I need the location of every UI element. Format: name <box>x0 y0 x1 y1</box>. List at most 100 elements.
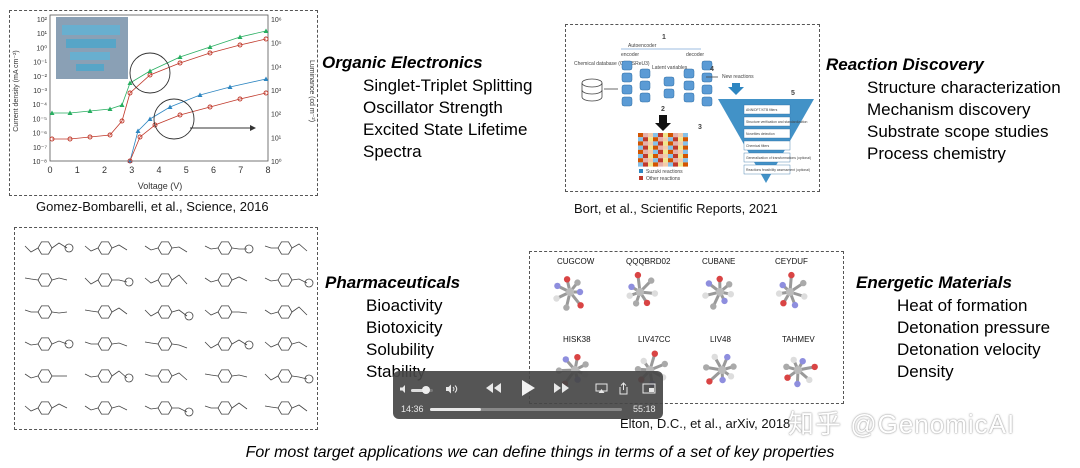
molecule-drawing <box>24 369 67 383</box>
fast-forward-icon[interactable] <box>553 382 571 396</box>
pharma-properties: Bioactivity Biotoxicity Solubility Stabi… <box>366 295 443 383</box>
volume-slider[interactable] <box>411 386 433 394</box>
airplay-icon[interactable] <box>595 383 608 396</box>
x-tick-label: 8 <box>265 165 270 175</box>
data-point <box>227 84 233 89</box>
molecule-label: HISK38 <box>563 335 591 344</box>
molecule-drawing <box>264 241 308 255</box>
molecule-drawing <box>84 305 128 319</box>
organic-heading: Organic Electronics <box>322 53 483 72</box>
svg-text:decoder: decoder <box>686 52 704 58</box>
latent-map-image <box>638 133 688 167</box>
molecule-drawing <box>264 337 308 351</box>
network-node <box>701 84 713 95</box>
property-item: Excited State Lifetime <box>363 120 528 139</box>
data-point <box>49 136 55 142</box>
y-tick-label: 10⁻³ <box>33 88 47 95</box>
watermark: 知乎 @GenomicAI <box>788 409 1016 439</box>
play-icon[interactable] <box>520 379 536 399</box>
database-icon <box>581 78 603 102</box>
data-series-line <box>52 38 267 140</box>
progress-fill <box>430 408 481 411</box>
property-item: Process chemistry <box>867 144 1006 163</box>
molecule-drawing <box>24 273 68 287</box>
energetic-molecule-model <box>783 356 818 388</box>
pip-icon[interactable] <box>642 383 656 396</box>
x-tick-label: 5 <box>184 165 189 175</box>
volume-low-icon[interactable] <box>399 384 409 396</box>
molecule-drawing <box>264 273 314 288</box>
total-time: 55:18 <box>633 404 656 414</box>
data-series-line <box>129 92 267 162</box>
data-point <box>67 110 73 115</box>
molecule-label: TAHMEV <box>782 335 815 344</box>
x-tick-label: 0 <box>47 165 52 175</box>
y-tick-label: 10⁴ <box>271 64 282 71</box>
energetic-molecule-model <box>702 275 734 310</box>
y-tick-label: 10² <box>271 112 282 119</box>
network-node <box>683 92 695 103</box>
rewind-icon[interactable] <box>485 382 503 396</box>
network-node <box>663 88 675 99</box>
network-node <box>621 96 633 107</box>
share-icon[interactable] <box>618 382 629 397</box>
x-tick-label: 4 <box>156 165 161 175</box>
x-axis-label: Voltage (V) <box>138 181 183 191</box>
molecule-drawing <box>204 337 254 351</box>
y-tick-label: 10⁻⁶ <box>33 131 47 138</box>
y-axis-right-label: Luminance (cd m⁻²) <box>308 60 315 122</box>
molecule-drawing <box>204 241 254 255</box>
data-point <box>177 54 183 59</box>
molecule-drawing <box>204 401 248 415</box>
volume-knob[interactable] <box>422 386 431 394</box>
svg-text:Suzuki reactions: Suzuki reactions <box>646 169 683 175</box>
volume-high-icon[interactable] <box>445 383 459 397</box>
pharma-heading: Pharmaceuticals <box>325 273 461 292</box>
data-point <box>67 136 73 142</box>
network-node <box>639 92 651 103</box>
molecule-drawing <box>24 305 68 319</box>
reaction-heading: Reaction Discovery <box>826 55 984 74</box>
property-item: Detonation pressure <box>897 318 1051 337</box>
molecule-drawing <box>84 273 134 287</box>
energetic-molecule-model <box>626 271 659 307</box>
property-item: Oscillator Strength <box>363 98 503 117</box>
energetic-molecule-model <box>553 276 584 311</box>
y-tick-label: 10⁻⁴ <box>33 102 48 109</box>
y-tick-label: 10⁻⁷ <box>33 145 47 152</box>
data-point <box>207 50 213 56</box>
data-point <box>147 68 153 73</box>
data-point <box>207 104 213 110</box>
y-tick-label: 10¹ <box>271 135 282 142</box>
property-item: Biotoxicity <box>366 318 443 337</box>
property-item: Substrate scope studies <box>867 122 1049 141</box>
molecule-drawing <box>204 369 248 383</box>
data-point <box>177 60 183 66</box>
data-point <box>177 112 183 118</box>
network-node <box>621 84 633 95</box>
molecule-label: CEYDUF <box>775 257 808 266</box>
x-tick-label: 2 <box>102 165 107 175</box>
y-axis-left-label: Current density (mA cm⁻²) <box>13 50 20 132</box>
molecule-drawing <box>84 401 128 415</box>
molecule-drawing <box>144 337 188 351</box>
highlight-circle <box>129 52 171 94</box>
x-tick-label: 7 <box>238 165 243 175</box>
progress-bar[interactable] <box>430 408 622 411</box>
molecule-drawing <box>264 369 314 384</box>
y-tick-label: 10⁻⁵ <box>33 116 47 123</box>
network-node <box>683 80 695 91</box>
network-node <box>663 76 675 87</box>
network-node <box>683 68 695 79</box>
property-item: Density <box>897 362 954 381</box>
network-node <box>621 72 633 83</box>
property-item: Singlet-Triplet Splitting <box>363 76 533 95</box>
data-point <box>263 90 269 96</box>
data-point <box>107 106 113 111</box>
volume-level <box>411 389 427 392</box>
data-point <box>137 134 143 140</box>
molecule-label: CUBANE <box>702 257 736 266</box>
network-node <box>639 80 651 91</box>
current-time: 14:36 <box>401 404 424 414</box>
